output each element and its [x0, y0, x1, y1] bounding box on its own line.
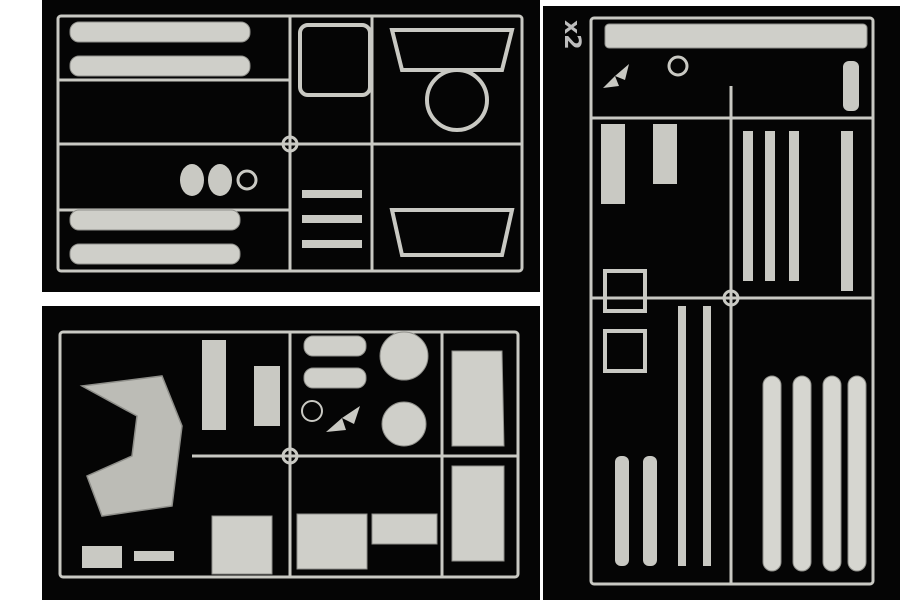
sprue-photo-right: x2 — [543, 6, 900, 600]
sprue-drawing-bottom-left — [58, 330, 520, 579]
sprue-photo-bottom-left — [42, 306, 540, 600]
sprue-drawing-right — [589, 16, 875, 586]
sprue-photo-top-left — [42, 0, 540, 292]
sprue-drawing-top-left — [56, 14, 524, 273]
